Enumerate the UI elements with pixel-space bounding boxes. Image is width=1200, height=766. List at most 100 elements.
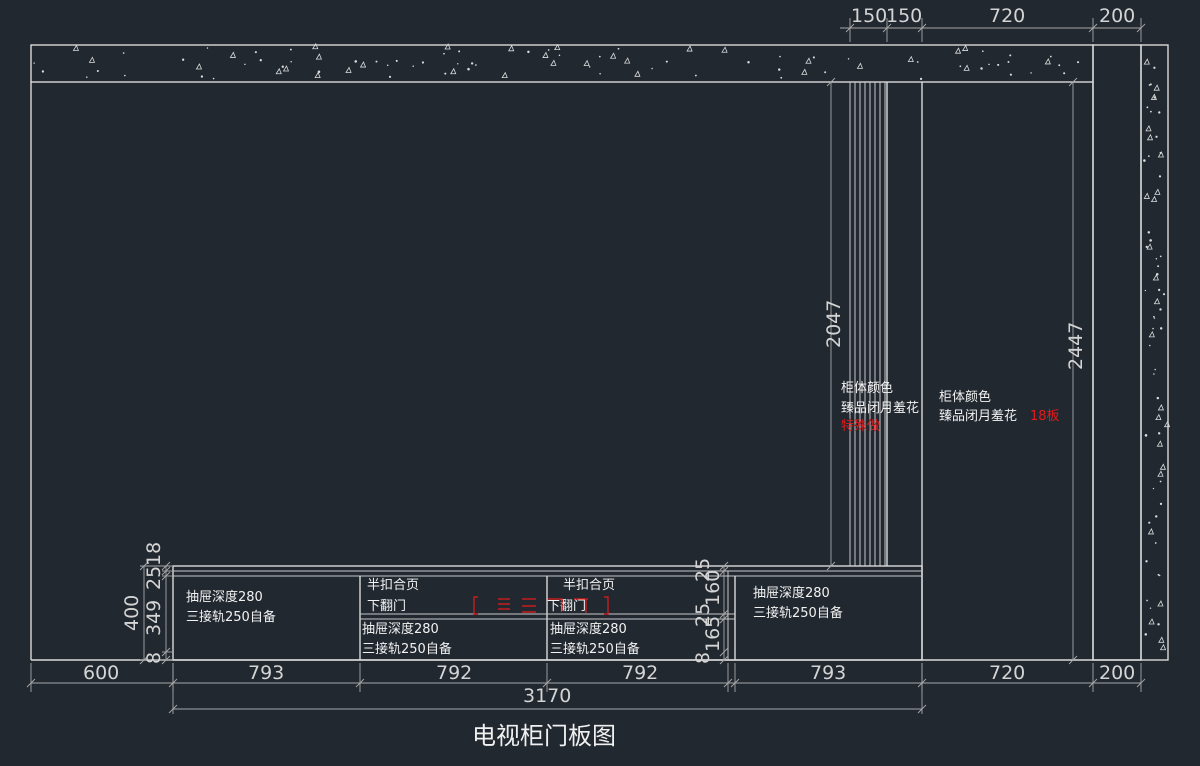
wall-triangle — [1155, 413, 1162, 421]
dim-bottom-600: 600 — [83, 662, 119, 684]
slab-speck — [421, 61, 425, 64]
dim-tick — [719, 609, 729, 619]
note-drawer-depth-4: 抽屉深度280 — [753, 585, 830, 601]
slab-triangle — [450, 67, 457, 75]
slab-speck — [289, 48, 292, 51]
wall-triangle — [1147, 528, 1155, 535]
drawing-title: 电视柜门板图 — [472, 722, 616, 750]
dim-height-2047: 2047 — [823, 300, 845, 348]
slab-triangle — [856, 62, 864, 69]
dim-tick — [719, 566, 729, 576]
slab-triangle — [314, 71, 321, 79]
slab-speck — [988, 63, 990, 66]
dim-tick — [1136, 23, 1146, 33]
slab-speck — [206, 47, 209, 49]
wall-speck — [1146, 106, 1149, 109]
slab-speck — [1058, 64, 1061, 67]
slab-triangle — [550, 59, 557, 66]
slab-speck — [388, 75, 392, 78]
wall-speck — [1154, 368, 1156, 371]
wall-speck — [1145, 245, 1148, 249]
slab-speck — [212, 77, 215, 80]
wall-triangle — [1146, 133, 1154, 141]
wall-triangle — [1157, 470, 1164, 477]
wall-speck — [1158, 288, 1161, 292]
dim-left-349: 349 — [143, 600, 165, 636]
wall-speck — [1159, 255, 1162, 258]
slab-triangle — [721, 46, 728, 53]
slab-speck — [444, 72, 447, 75]
note-rail-4: 三接轨250自备 — [753, 605, 843, 621]
wall-triangle — [1153, 84, 1160, 91]
dim-tick — [719, 561, 729, 571]
ceiling-slab — [30, 44, 1094, 83]
slab-speck — [527, 50, 530, 54]
wall-triangle — [1143, 58, 1150, 65]
note-red-1: 特殊做 — [841, 419, 880, 434]
wall-speck — [1147, 155, 1150, 157]
slab-speck — [475, 64, 477, 66]
wall-triangle — [1148, 618, 1155, 625]
slab-triangle — [805, 57, 812, 64]
dim-tick — [917, 23, 927, 33]
wall-speck — [1155, 135, 1158, 138]
wall-speck — [1158, 574, 1161, 577]
slab-speck — [778, 68, 781, 71]
slab-triangle — [195, 63, 203, 70]
wall-speck — [1148, 84, 1151, 86]
slab-triangle — [907, 55, 914, 63]
slab-speck — [980, 67, 983, 70]
dim-bottom-792b: 792 — [622, 662, 658, 684]
wall-speck — [1147, 231, 1151, 234]
wall-speck — [1157, 573, 1160, 576]
slab-triangle — [359, 61, 367, 68]
dim-total-3170: 3170 — [523, 685, 571, 707]
note-flap-2: 下翻门 — [547, 599, 586, 614]
slab-speck — [122, 52, 125, 54]
wall-speck — [1144, 434, 1148, 437]
slab-speck — [780, 76, 783, 79]
right-wall-inner — [1092, 44, 1142, 661]
wall-speck — [1149, 344, 1151, 347]
dim-tick — [161, 566, 171, 576]
dimension-lines — [26, 18, 1146, 714]
slab-speck — [547, 49, 550, 51]
wall-speck — [1159, 480, 1162, 483]
ceiling-slab-texture — [33, 42, 1080, 80]
slab-triangle — [507, 44, 515, 52]
slab-speck — [812, 56, 815, 59]
wall-triangle — [1154, 188, 1161, 195]
dim-tick — [1088, 23, 1098, 33]
wall-speck — [1145, 560, 1148, 563]
slab-triangle — [961, 44, 969, 51]
note-drawer-depth-1: 抽屉深度280 — [186, 589, 263, 605]
wall-speck — [1157, 623, 1160, 626]
slab-triangle — [312, 42, 319, 50]
wall-triangle — [1159, 643, 1167, 651]
dim-tick — [161, 647, 171, 657]
slab-triangle — [801, 68, 808, 75]
slab-speck — [847, 58, 850, 60]
dim-tick — [845, 23, 855, 33]
slab-speck — [1009, 54, 1012, 57]
slab-speck — [259, 59, 262, 62]
note-finish-1: 臻品闭月羞花 — [841, 400, 919, 416]
slab-speck — [412, 65, 414, 67]
slab-triangle — [282, 65, 290, 72]
wall-triangle — [1159, 463, 1166, 470]
slab-speck — [458, 50, 461, 53]
slab-triangle — [501, 71, 508, 79]
note-finish-2: 臻品闭月羞花 — [939, 408, 1017, 424]
slab-triangle — [623, 57, 631, 64]
slab-speck — [354, 60, 358, 63]
slab-speck — [651, 67, 653, 70]
slab-speck — [1049, 55, 1052, 58]
slab-speck — [617, 47, 620, 50]
slab-speck — [588, 66, 591, 68]
wall-triangle — [1153, 297, 1161, 305]
dim-left-8: 8 — [143, 652, 165, 664]
slab-triangle — [315, 53, 323, 60]
wall-speck — [1154, 542, 1157, 544]
slab-speck — [824, 71, 827, 74]
slab-triangle — [275, 67, 282, 75]
